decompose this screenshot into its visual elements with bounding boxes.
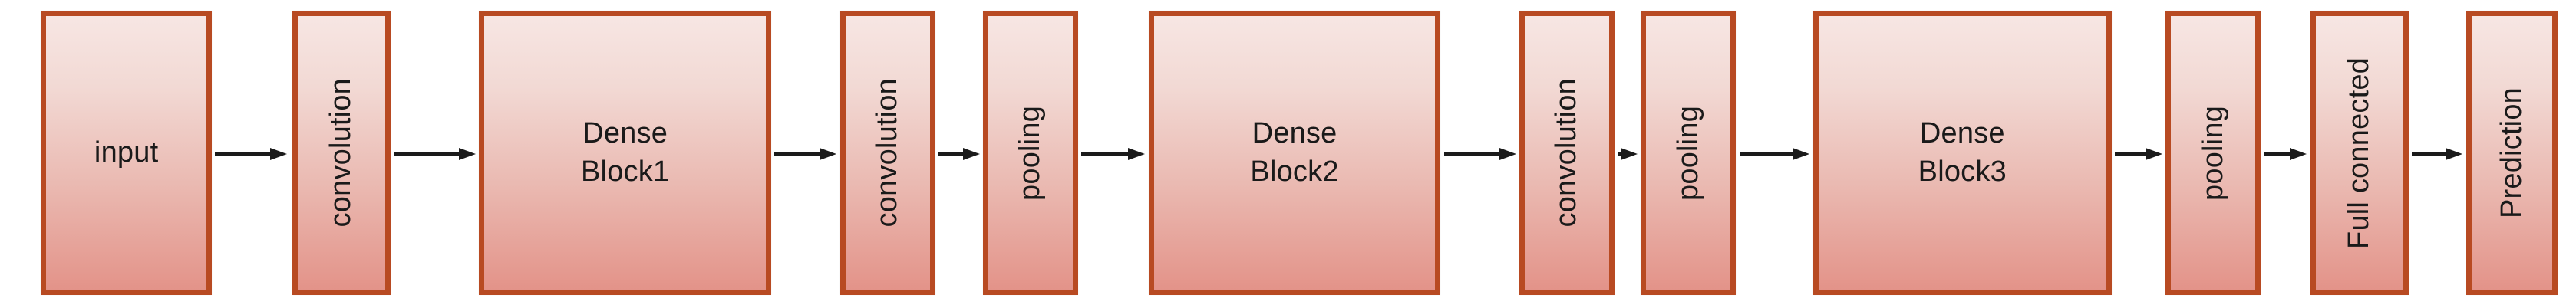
node-label: convolution xyxy=(325,78,358,228)
arrow-shaft xyxy=(1443,152,1500,156)
arrowhead-icon xyxy=(459,148,477,160)
arrow-shaft xyxy=(774,152,821,156)
arrow-shaft xyxy=(938,152,964,156)
node-label: input xyxy=(94,136,159,169)
arrowhead-icon xyxy=(962,148,980,160)
node-label: Prediction xyxy=(2495,87,2528,218)
arrowhead-icon xyxy=(1793,148,1810,160)
node-label: convolution xyxy=(1550,78,1583,228)
node-dense3[interactable]: Dense Block3 xyxy=(1812,11,2112,295)
arrowhead-icon xyxy=(1620,148,1638,160)
arrowhead-icon xyxy=(2290,148,2307,160)
arrow-shaft xyxy=(1618,152,1621,156)
node-fullconnect[interactable]: Full connected xyxy=(2310,11,2409,295)
node-conv3[interactable]: convolution xyxy=(1519,11,1615,295)
node-label: pooling xyxy=(1014,105,1047,201)
arrow-shaft xyxy=(2115,152,2147,156)
node-label: Dense Block1 xyxy=(581,117,670,188)
arrowhead-icon xyxy=(2446,148,2463,160)
arrow-pool1-to-dense2 xyxy=(1081,148,1146,160)
arrow-conv3-to-pool2 xyxy=(1618,148,1638,160)
arrow-pool2-to-dense3 xyxy=(1739,148,1810,160)
arrow-shaft xyxy=(1739,152,1794,156)
arrow-fullconnect-to-prediction xyxy=(2412,148,2463,160)
arrow-shaft xyxy=(2264,152,2291,156)
arrow-dense2-to-conv3 xyxy=(1443,148,1516,160)
node-input[interactable]: input xyxy=(41,11,212,295)
node-pool2[interactable]: pooling xyxy=(1641,11,1737,295)
arrow-shaft xyxy=(1081,152,1130,156)
arrow-conv2-to-pool1 xyxy=(938,148,980,160)
node-dense2[interactable]: Dense Block2 xyxy=(1148,11,1441,295)
arrow-shaft xyxy=(215,152,272,156)
arrow-dense3-to-pool3 xyxy=(2115,148,2163,160)
node-pool3[interactable]: pooling xyxy=(2165,11,2261,295)
node-label: pooling xyxy=(1671,105,1704,201)
arrow-dense1-to-conv2 xyxy=(774,148,837,160)
node-label: Dense Block2 xyxy=(1250,117,1339,188)
arrow-shaft xyxy=(2412,152,2447,156)
arrow-input-to-conv1 xyxy=(215,148,288,160)
node-label: pooling xyxy=(2196,105,2229,201)
arrowhead-icon xyxy=(1128,148,1146,160)
arrowhead-icon xyxy=(1499,148,1516,160)
node-pool1[interactable]: pooling xyxy=(982,11,1078,295)
node-label: convolution xyxy=(871,78,904,228)
node-dense1[interactable]: Dense Block1 xyxy=(479,11,771,295)
arrow-pool3-to-fullconnect xyxy=(2264,148,2307,160)
node-label: Full connected xyxy=(2343,57,2376,249)
node-prediction[interactable]: Prediction xyxy=(2466,11,2558,295)
arrowhead-icon xyxy=(2146,148,2163,160)
arrowhead-icon xyxy=(820,148,837,160)
node-conv2[interactable]: convolution xyxy=(839,11,935,295)
node-conv1[interactable]: convolution xyxy=(292,11,391,295)
node-label: Dense Block3 xyxy=(1918,117,2007,188)
arrow-shaft xyxy=(394,152,460,156)
arrow-conv1-to-dense1 xyxy=(394,148,477,160)
arrowhead-icon xyxy=(270,148,288,160)
